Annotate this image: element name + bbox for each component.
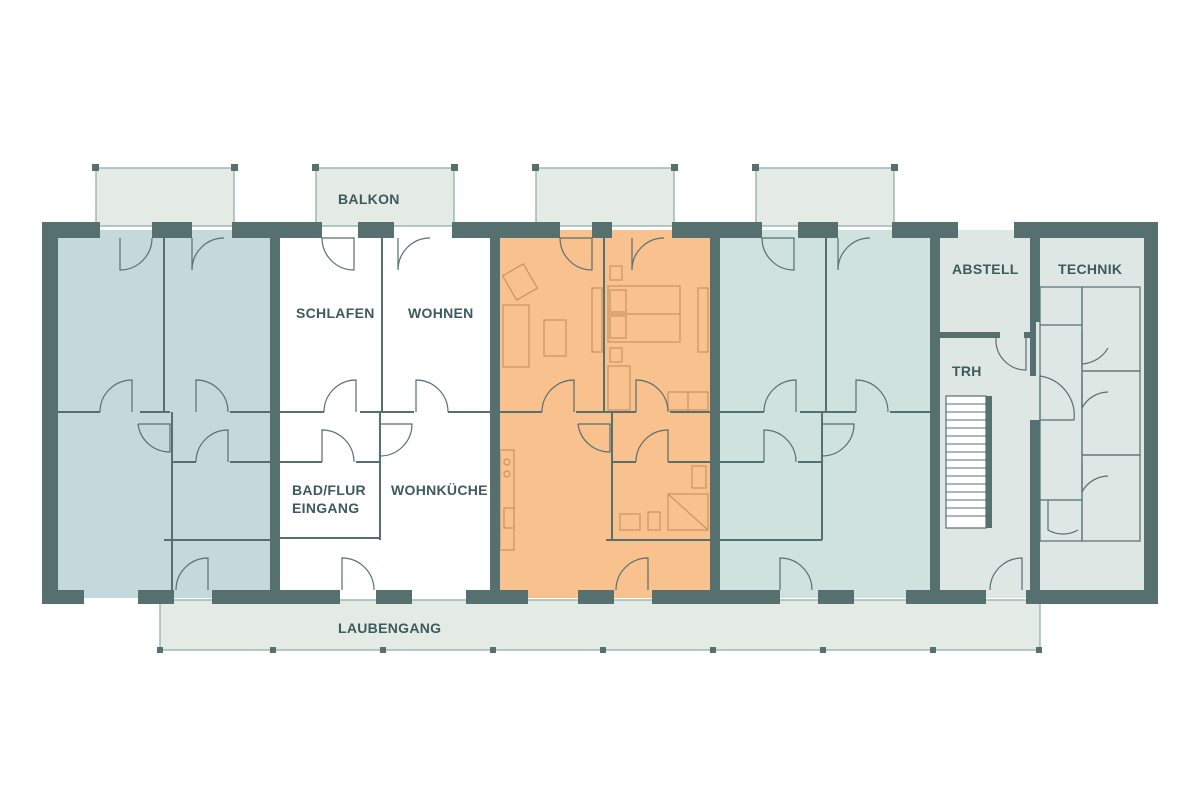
label-technik: TECHNIK [1058,261,1122,277]
balcony-1 [95,167,235,227]
interior-walls [58,238,930,604]
label-wohnkueche: WOHNKÜCHE [391,482,488,498]
doors [99,237,1109,591]
label-schlafen: SCHLAFEN [296,305,375,321]
label-trh: TRH [952,363,982,379]
room-labels: BALKON SCHLAFEN WOHNEN BAD/FLUR EINGANG … [292,191,1122,636]
gallery-walkway [157,599,1042,653]
label-abstell: ABSTELL [952,261,1019,277]
unit-2-fill [275,230,495,598]
unit-1-fill [50,230,275,598]
label-balkon: BALKON [338,191,400,207]
label-wohnen: WOHNEN [408,305,474,321]
label-eingang: EINGANG [292,500,359,516]
label-laubengang: LAUBENGANG [338,620,441,636]
balcony-4 [755,167,895,227]
room-fills [50,230,1153,598]
walls [42,222,1158,604]
balconies [92,164,898,227]
balcony-3 [535,167,675,227]
balcony-2 [315,167,455,227]
label-bad-flur: BAD/FLUR [292,482,366,498]
staircase [945,395,992,529]
